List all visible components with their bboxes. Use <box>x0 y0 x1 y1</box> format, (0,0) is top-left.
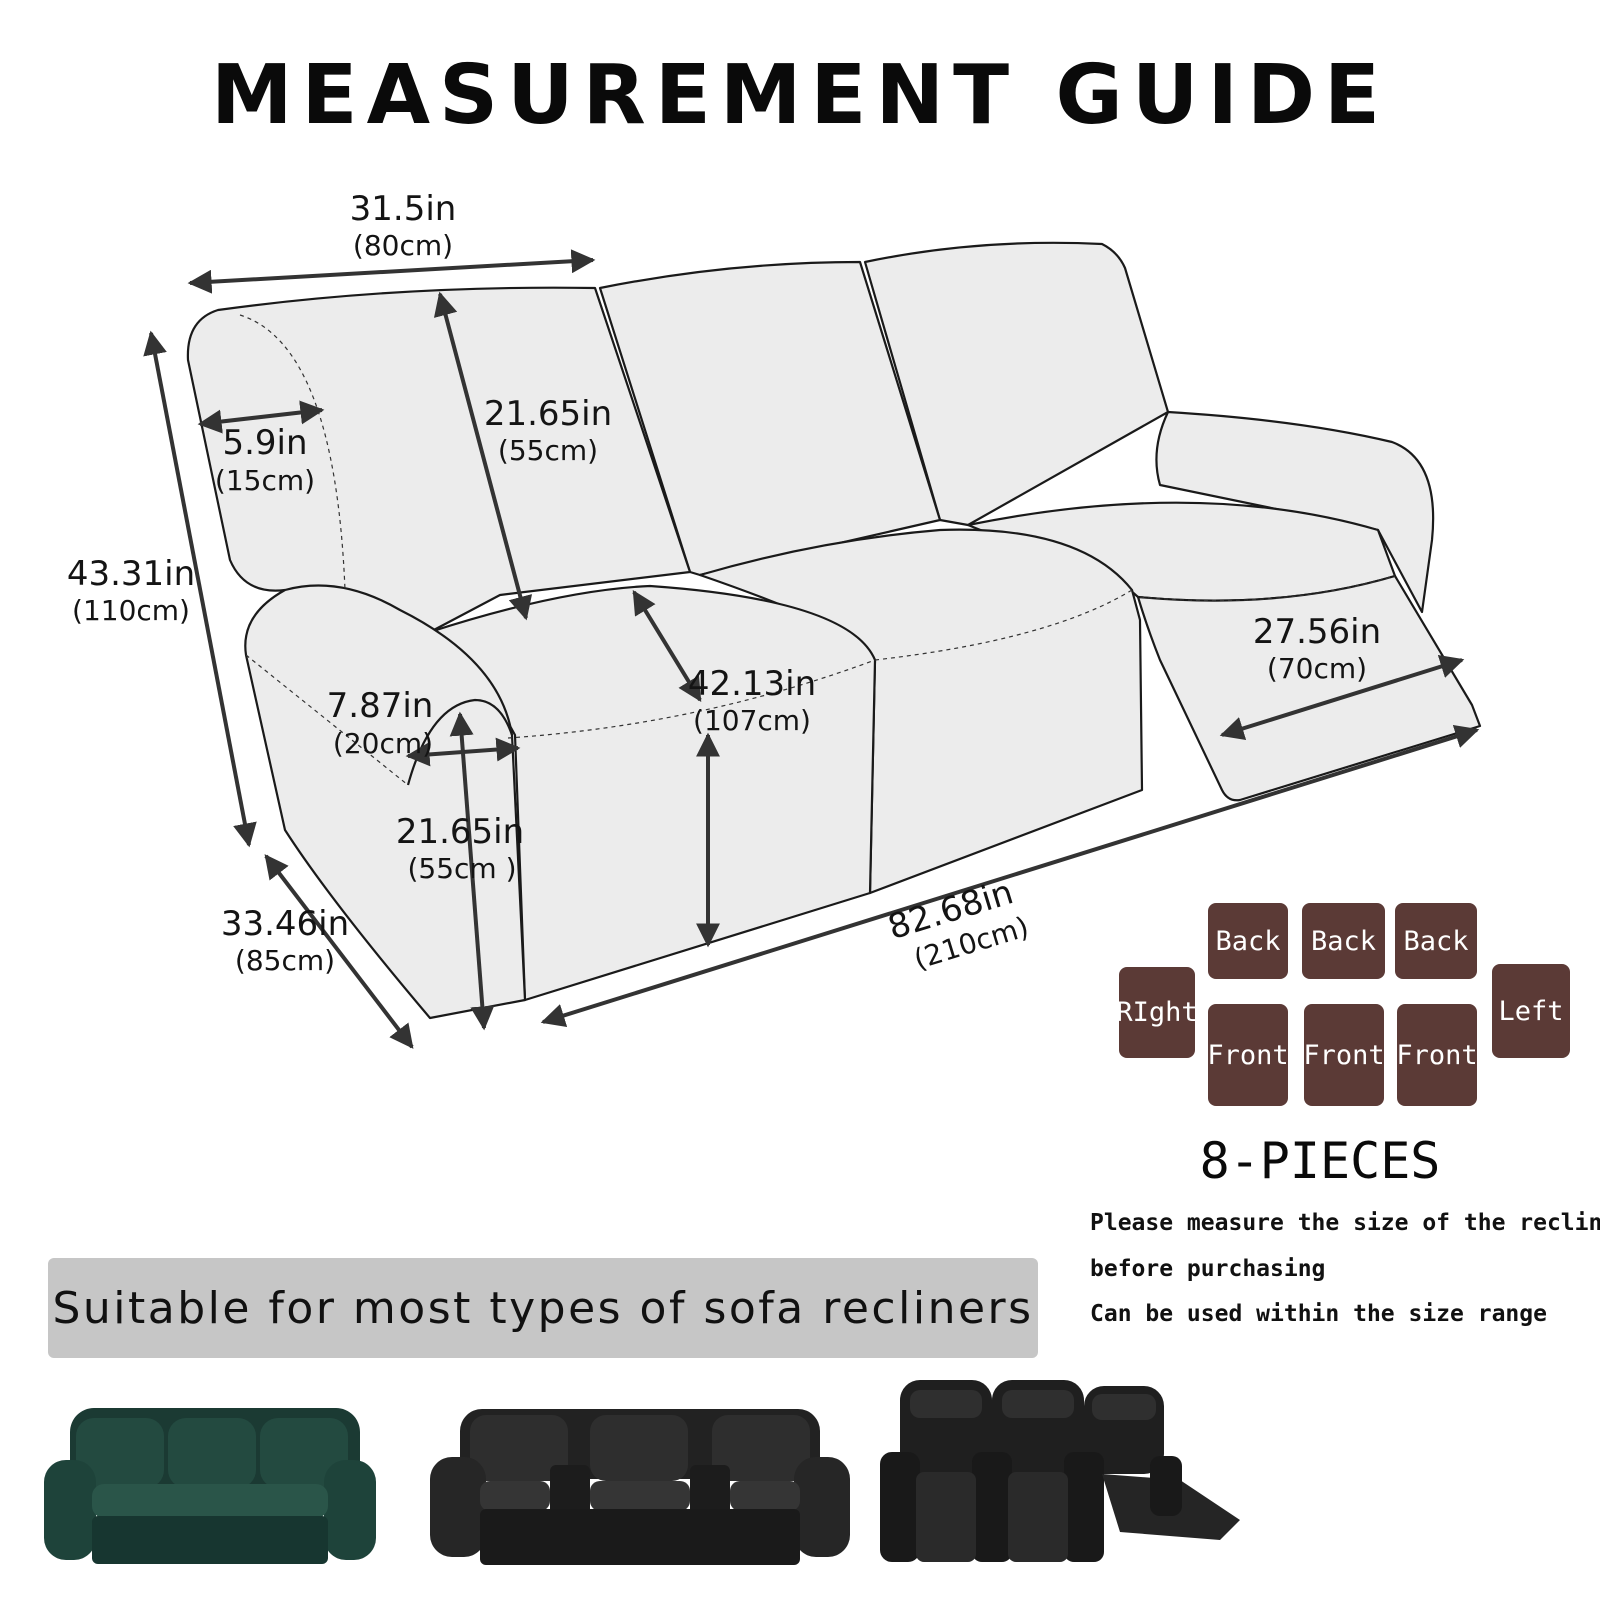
svg-text:(15cm): (15cm) <box>215 464 315 497</box>
svg-text:21.65in: 21.65in <box>396 812 524 852</box>
svg-text:43.31in: 43.31in <box>67 554 195 594</box>
dimension-back-height: 21.65in (55cm) <box>484 394 612 467</box>
piece-left: Left <box>1492 964 1570 1058</box>
note-line-2: before purchasing <box>1090 1256 1326 1282</box>
theater-recliners-photo <box>880 1380 1240 1562</box>
dimension-arm-top: 5.9in (15cm) <box>215 423 315 497</box>
svg-text:(110cm): (110cm) <box>72 594 190 627</box>
dimension-top-width: 31.5in (80cm) <box>350 189 457 262</box>
svg-text:(55cm ): (55cm ) <box>407 852 516 885</box>
compatibility-banner: Suitable for most types of sofa recliner… <box>48 1258 1038 1358</box>
svg-text:31.5in: 31.5in <box>350 189 457 229</box>
piece-back-1: Back <box>1208 903 1288 979</box>
svg-text:(85cm): (85cm) <box>235 944 335 977</box>
svg-text:(55cm): (55cm) <box>498 434 598 467</box>
dimension-total-height: 43.31in (110cm) <box>67 554 195 627</box>
svg-text:(80cm): (80cm) <box>353 229 453 262</box>
dimension-arm-height: 21.65in (55cm ) <box>396 812 524 885</box>
piece-back-2: Back <box>1302 903 1385 979</box>
piece-front-1: Front <box>1207 1004 1289 1106</box>
piece-front-3: Front <box>1396 1004 1478 1106</box>
green-sofa-photo <box>40 1390 380 1570</box>
svg-text:5.9in: 5.9in <box>222 423 307 463</box>
piece-right: RIght <box>1116 967 1198 1058</box>
piece-back-3: Back <box>1395 903 1477 979</box>
svg-text:(70cm): (70cm) <box>1267 652 1367 685</box>
black-console-sofa-photo <box>430 1409 850 1565</box>
svg-text:(107cm): (107cm) <box>693 704 811 737</box>
page-title: MEASUREMENT GUIDE <box>210 48 1390 143</box>
measure-arrows <box>143 249 1480 1049</box>
svg-text:42.13in: 42.13in <box>688 664 816 704</box>
svg-text:21.65in: 21.65in <box>484 394 612 434</box>
dimension-total-width: 82.68in (210cm) <box>883 872 1032 976</box>
sofa-diagram: 31.5in (80cm) 5.9in (15cm) 21.65in (55cm… <box>67 189 1482 1049</box>
pieces-count-label: 8-PIECES <box>1199 1132 1441 1190</box>
dimension-depth: 33.46in (85cm) <box>221 904 349 977</box>
dimension-labels: 31.5in (80cm) 5.9in (15cm) 21.65in (55cm… <box>67 189 1381 977</box>
svg-text:33.46in: 33.46in <box>221 904 349 944</box>
svg-text:(20cm): (20cm) <box>333 727 433 760</box>
note-line-1: Please measure the size of the recliner <box>1090 1210 1600 1236</box>
svg-text:7.87in: 7.87in <box>327 686 434 726</box>
dimension-arm-width: 7.87in (20cm) <box>327 686 434 760</box>
svg-text:27.56in: 27.56in <box>1253 612 1381 652</box>
dimension-footrest: 27.56in (70cm) <box>1253 612 1381 685</box>
note-line-3: Can be used within the size range <box>1090 1301 1547 1327</box>
dimension-seat-depth: 42.13in (107cm) <box>688 664 816 737</box>
piece-front-2: Front <box>1303 1004 1385 1106</box>
